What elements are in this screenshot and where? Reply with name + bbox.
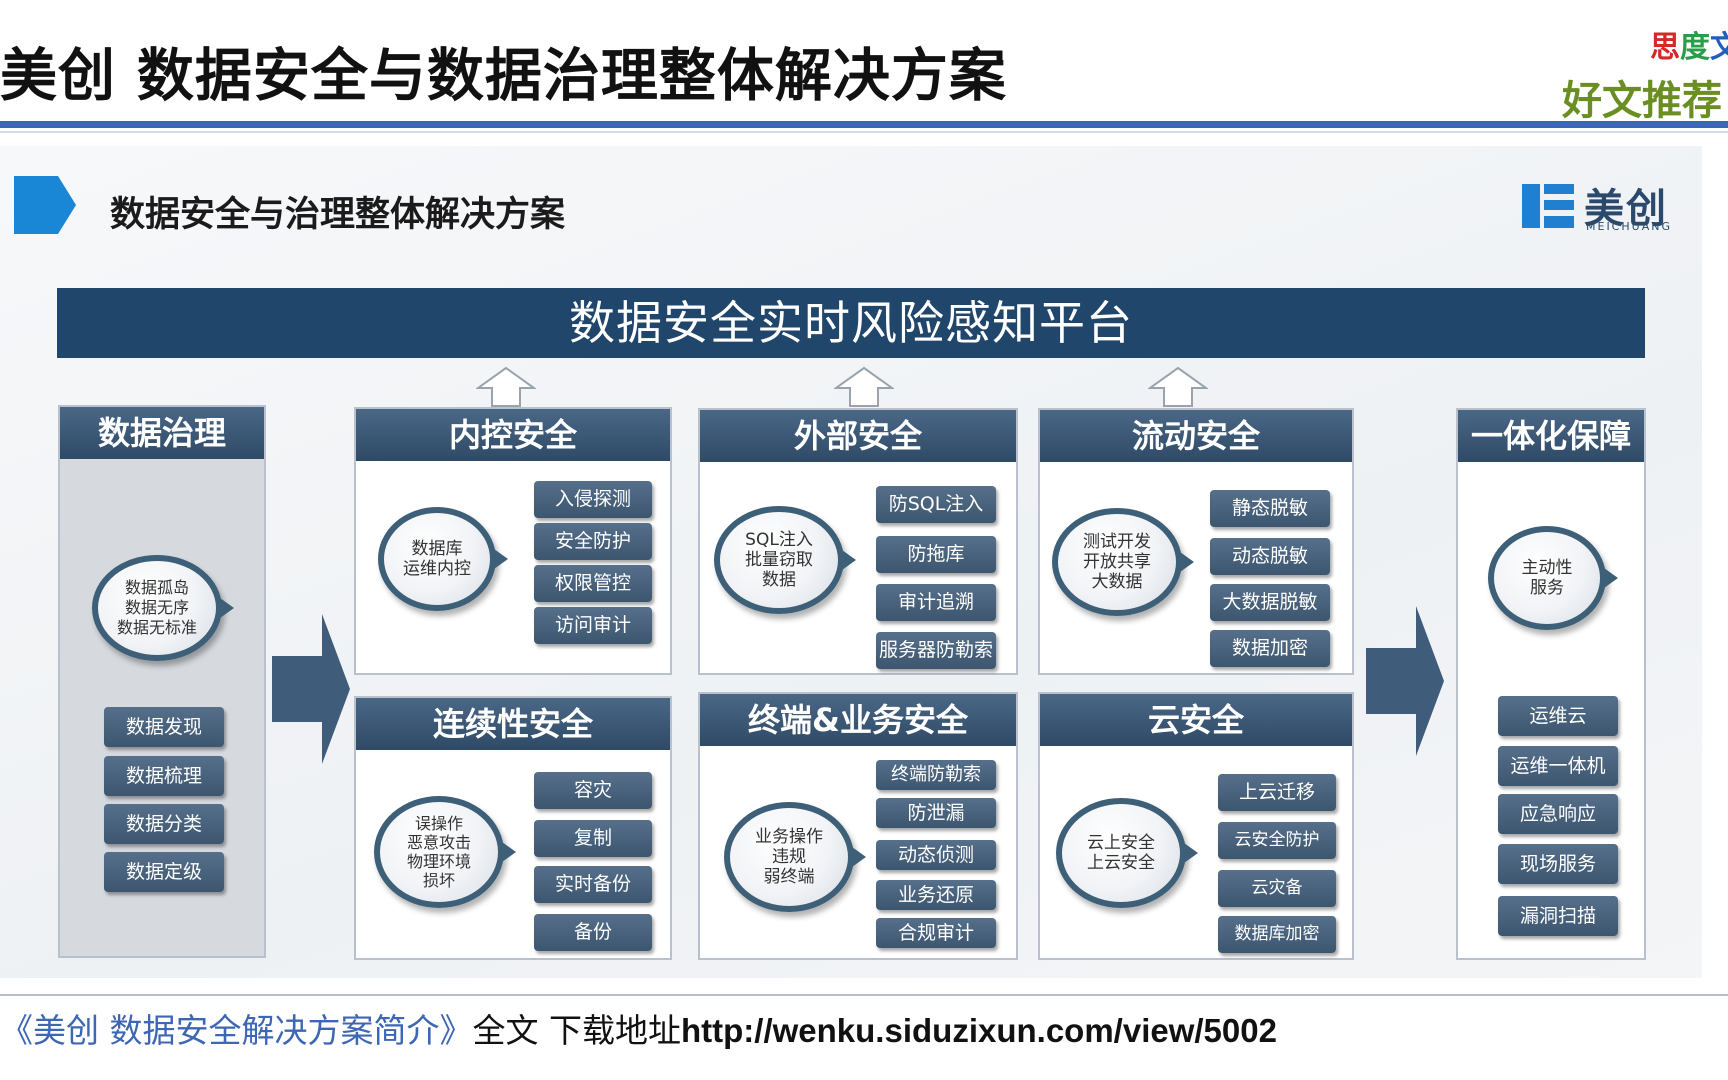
chip-cloud-disaster-recovery: 云灾备 <box>1218 870 1336 907</box>
chip-audit-trace: 审计追溯 <box>876 584 996 621</box>
flow-arrow-icon <box>272 614 350 764</box>
bubble-text: 业务操作 违规 弱终端 <box>755 827 823 887</box>
flow-arrow-icon <box>1366 606 1444 756</box>
scenario-bubble: 测试开发 开放共享 大数据 <box>1052 508 1194 616</box>
chip-onsite-service: 现场服务 <box>1498 844 1618 884</box>
chip-access-audit: 访问审计 <box>534 607 652 644</box>
bubble-text: 主动性 服务 <box>1521 558 1573 598</box>
slide-title: 数据安全与治理整体解决方案 <box>110 195 566 235</box>
up-arrow-icon <box>1148 366 1208 407</box>
chip-anti-dump: 防拖库 <box>876 536 996 573</box>
header-divider <box>0 121 1728 128</box>
internal-control-panel: 内控安全 数据库 运维内控 入侵探测 安全防护 权限管控 访问审计 <box>354 407 672 675</box>
chip-static-masking: 静态脱敏 <box>1210 490 1330 527</box>
panel-title: 流动安全 <box>1040 410 1352 462</box>
chip-data-encryption: 数据加密 <box>1210 630 1330 667</box>
cloud-security-panel: 云安全 云上安全 上云安全 上云迁移 云安全防护 云灾备 数据库加密 <box>1038 692 1354 960</box>
chip-intrusion-detection: 入侵探测 <box>534 481 652 518</box>
panel-title: 终端&业务安全 <box>700 694 1016 746</box>
scenario-bubble: 业务操作 违规 弱终端 <box>724 802 866 912</box>
scenario-bubble: 数据库 运维内控 <box>378 507 508 611</box>
document-title: 美创 数据安全与数据治理整体解决方案 <box>0 43 1007 109</box>
brand-char-1: 思 <box>1650 30 1680 65</box>
chip-permission-control: 权限管控 <box>534 565 652 602</box>
chip-security-protection: 安全防护 <box>534 523 652 560</box>
up-arrow-icon <box>834 366 894 407</box>
panel-title: 外部安全 <box>700 410 1016 462</box>
chip-replication: 复制 <box>534 820 652 857</box>
header-divider-thin <box>0 131 1728 133</box>
footer-divider <box>0 994 1728 996</box>
chip-vulnerability-scan: 漏洞扫描 <box>1498 896 1618 936</box>
panel-title: 云安全 <box>1040 694 1352 746</box>
chip-ops-appliance: 运维一体机 <box>1498 746 1618 786</box>
bubble-text: 误操作 恶意攻击 物理环境 损坏 <box>406 814 471 890</box>
site-brand[interactable]: 思度文 <box>1650 22 1728 66</box>
panel-title: 内控安全 <box>356 409 670 461</box>
up-arrow-icon <box>476 366 536 407</box>
chip-data-discovery: 数据发现 <box>104 707 224 747</box>
chip-compliance-audit: 合规审计 <box>876 918 996 948</box>
chip-server-anti-ransomware: 服务器防勒索 <box>876 632 996 669</box>
chip-bigdata-masking: 大数据脱敏 <box>1210 584 1330 621</box>
recommend-link[interactable]: 好文推荐 <box>1562 78 1722 124</box>
footer-doc-link[interactable]: 《美创 数据安全解决方案简介》 <box>0 1011 473 1050</box>
chip-terminal-anti-ransomware: 终端防勒索 <box>876 760 996 790</box>
chip-database-encryption: 数据库加密 <box>1218 916 1336 953</box>
flow-security-panel: 流动安全 测试开发 开放共享 大数据 静态脱敏 动态脱敏 大数据脱敏 数据加密 <box>1038 408 1354 675</box>
chip-cloud-security-protection: 云安全防护 <box>1218 822 1336 859</box>
logo-text: 美创 <box>1584 186 1668 232</box>
scenario-bubble: 误操作 恶意攻击 物理环境 损坏 <box>374 796 516 908</box>
chip-backup: 备份 <box>534 914 652 951</box>
brand-char-2: 度 <box>1680 30 1710 65</box>
panel-title: 一体化保障 <box>1458 410 1644 462</box>
chip-realtime-backup: 实时备份 <box>534 866 652 903</box>
platform-banner: 数据安全实时风险感知平台 <box>57 288 1645 358</box>
brand-char-3: 文 <box>1710 30 1728 65</box>
terminal-business-security-panel: 终端&业务安全 业务操作 违规 弱终端 终端防勒索 防泄漏 动态侦测 业务还原 … <box>698 692 1018 960</box>
chip-anti-sql-injection: 防SQL注入 <box>876 486 996 523</box>
integrated-assurance-panel: 一体化保障 主动性 服务 运维云 运维一体机 应急响应 现场服务 漏洞扫描 <box>1456 408 1646 960</box>
footer-label: 全文 下载地址 <box>472 1011 682 1050</box>
logo-subtext: MEICHUANG <box>1586 220 1672 233</box>
bubble-text: 云上安全 上云安全 <box>1087 833 1155 873</box>
chip-data-grading: 数据定级 <box>104 852 224 892</box>
meichuang-logo-icon <box>1522 184 1574 228</box>
continuity-security-panel: 连续性安全 误操作 恶意攻击 物理环境 损坏 容灾 复制 实时备份 备份 <box>354 696 672 960</box>
bubble-text: 测试开发 开放共享 大数据 <box>1083 532 1151 592</box>
footer-download: 《美创 数据安全解决方案简介》全文 下载地址http://wenku.siduz… <box>0 1004 1277 1052</box>
data-governance-panel: 数据治理 数据孤岛 数据无序 数据无标准 数据发现 数据梳理 数据分类 数据定级 <box>58 405 266 958</box>
chip-emergency-response: 应急响应 <box>1498 794 1618 834</box>
bubble-text: 数据库 运维内控 <box>403 539 471 579</box>
chip-data-classification: 数据分类 <box>104 804 224 844</box>
chip-ops-cloud: 运维云 <box>1498 696 1618 736</box>
chip-dynamic-detection: 动态侦测 <box>876 840 996 870</box>
problem-bubble: 数据孤岛 数据无序 数据无标准 <box>92 555 234 661</box>
service-bubble: 主动性 服务 <box>1488 526 1618 630</box>
chip-dynamic-masking: 动态脱敏 <box>1210 538 1330 575</box>
chip-cloud-migration: 上云迁移 <box>1218 774 1336 811</box>
chip-data-sorting: 数据梳理 <box>104 756 224 796</box>
chip-business-restore: 业务还原 <box>876 880 996 910</box>
bubble-text: 数据孤岛 数据无序 数据无标准 <box>116 578 197 637</box>
chip-leak-prevention: 防泄漏 <box>876 798 996 828</box>
footer-url-link[interactable]: http://wenku.siduzixun.com/view/5002 <box>681 1012 1277 1049</box>
chip-disaster-recovery: 容灾 <box>534 772 652 809</box>
panel-title: 数据治理 <box>60 407 264 459</box>
external-security-panel: 外部安全 SQL注入 批量窃取 数据 防SQL注入 防拖库 审计追溯 服务器防勒… <box>698 408 1018 675</box>
bubble-text: SQL注入 批量窃取 数据 <box>745 530 813 590</box>
scenario-bubble: 云上安全 上云安全 <box>1056 798 1198 908</box>
scenario-bubble: SQL注入 批量窃取 数据 <box>714 506 856 614</box>
title-marker-icon <box>14 176 76 234</box>
panel-title: 连续性安全 <box>356 698 670 750</box>
